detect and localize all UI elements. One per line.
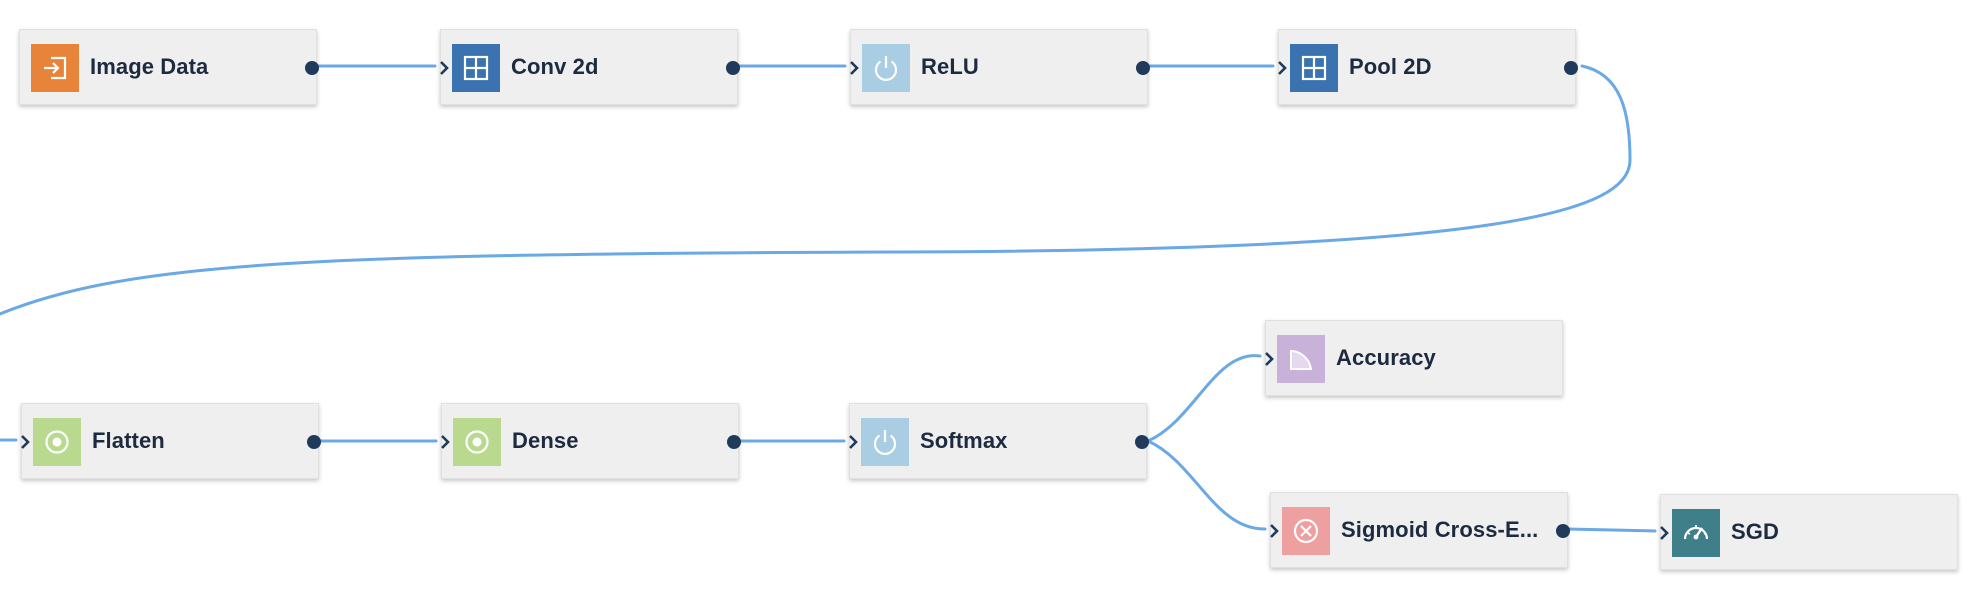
output-port[interactable] [1556,524,1570,538]
output-port[interactable] [1564,61,1578,75]
output-port[interactable] [305,61,319,75]
node-label: Dense [512,428,579,453]
node-conv-2d[interactable]: Conv 2d [440,29,740,105]
node-sgd[interactable]: SGD [1660,494,1958,570]
node-label: Image Data [90,54,209,79]
input-port-chevron-icon[interactable] [17,433,33,451]
node-label: Softmax [920,428,1008,453]
node-label: Flatten [92,428,165,453]
output-port[interactable] [726,61,740,75]
input-port-chevron-icon[interactable] [1266,522,1282,540]
input-port-chevron-icon[interactable] [845,433,861,451]
node-label: Conv 2d [511,54,599,79]
node-sigmoid-cross-entropy[interactable]: Sigmoid Cross-E... [1270,492,1570,568]
node-dense[interactable]: Dense [441,403,741,479]
node-relu[interactable]: ReLU [850,29,1150,105]
node-label: Accuracy [1336,345,1436,370]
output-port[interactable] [307,435,321,449]
node-label: Sigmoid Cross-E... [1341,517,1539,542]
output-port[interactable] [1136,61,1150,75]
link-connector[interactable] [1146,439,1267,531]
speedometer-icon [1672,509,1720,557]
power-icon [861,418,909,466]
target-icon [453,418,501,466]
close-circle-icon [1282,507,1330,555]
input-port-chevron-icon[interactable] [437,433,453,451]
output-port[interactable] [727,435,741,449]
grid-icon [1290,44,1338,92]
node-label: ReLU [921,54,979,79]
node-label: Pool 2D [1349,54,1432,79]
input-port-chevron-icon[interactable] [1274,59,1290,77]
accuracy-icon [1277,335,1325,383]
link-connector[interactable] [1146,354,1262,443]
node-image-data[interactable]: Image Data [19,29,319,105]
power-icon [862,44,910,92]
node-pool-2d[interactable]: Pool 2D [1278,29,1578,105]
link-connector[interactable] [0,64,1632,318]
input-port-chevron-icon[interactable] [846,59,862,77]
link-connector[interactable] [1565,527,1657,533]
input-port-chevron-icon[interactable] [436,59,452,77]
input-port-chevron-icon[interactable] [1261,350,1277,368]
import-icon [31,44,79,92]
node-label: SGD [1731,519,1779,544]
node-softmax[interactable]: Softmax [849,403,1149,479]
target-icon [33,418,81,466]
input-port-chevron-icon[interactable] [1656,524,1672,542]
node-accuracy[interactable]: Accuracy [1265,320,1563,396]
output-port[interactable] [1135,435,1149,449]
grid-icon [452,44,500,92]
node-flatten[interactable]: Flatten [21,403,321,479]
